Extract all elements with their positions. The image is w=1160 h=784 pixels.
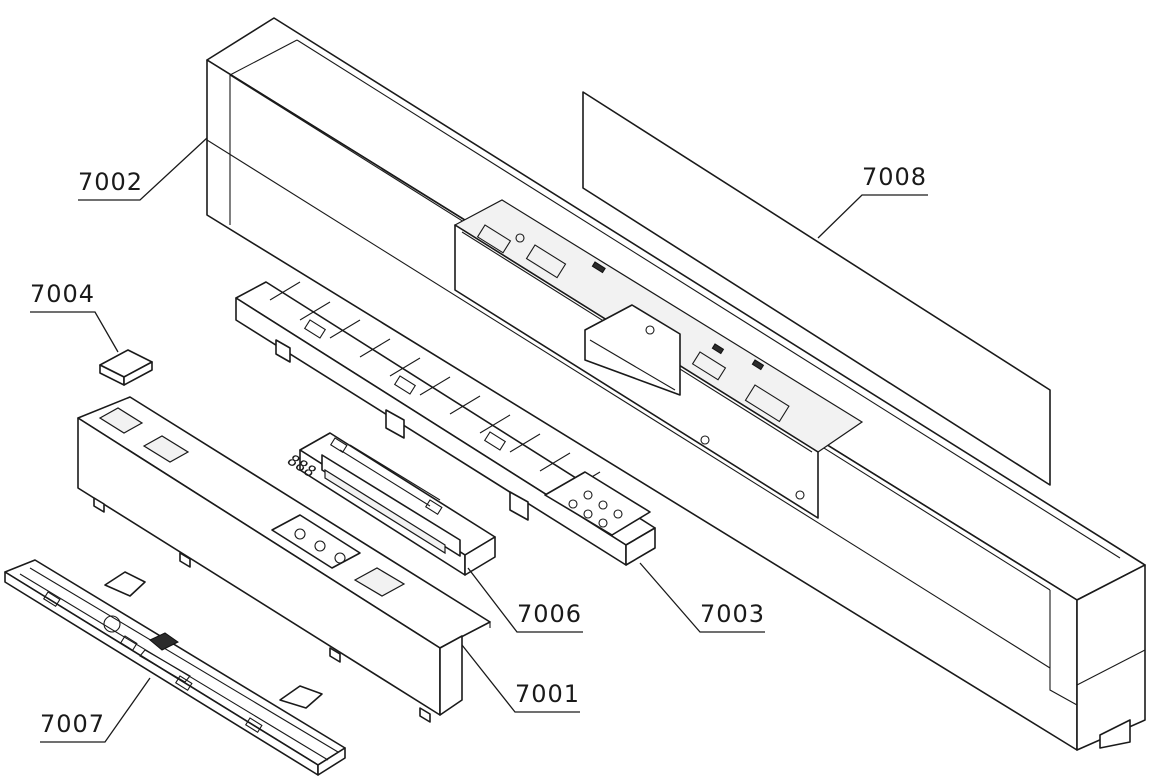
callout-7004: 7004 — [30, 280, 119, 353]
callout-label-7004: 7004 — [30, 280, 95, 308]
callout-label-7003: 7003 — [700, 600, 765, 628]
part-7004-small-cap — [99, 349, 153, 386]
callout-7001: 7001 — [461, 644, 580, 713]
part-7008-rear-sheet — [582, 91, 1051, 486]
callout-label-7001: 7001 — [515, 680, 580, 708]
callout-label-7007: 7007 — [40, 710, 105, 738]
part-7002-panel-housing — [206, 17, 1146, 751]
callout-7007: 7007 — [40, 677, 151, 743]
part-7006-display-module: 888 — [283, 432, 496, 576]
callout-7006: 7006 — [467, 567, 583, 633]
callout-label-7002: 7002 — [78, 168, 143, 196]
callout-7002: 7002 — [78, 137, 208, 201]
callout-7003: 7003 — [639, 562, 765, 633]
part-7003-button-carrier — [235, 281, 656, 566]
callout-label-7006: 7006 — [517, 600, 582, 628]
callout-label-7008: 7008 — [862, 163, 927, 191]
part-7001-front-fascia — [77, 396, 491, 723]
part-7007-handle-frame — [4, 559, 346, 776]
callout-7008: 7008 — [817, 163, 928, 239]
